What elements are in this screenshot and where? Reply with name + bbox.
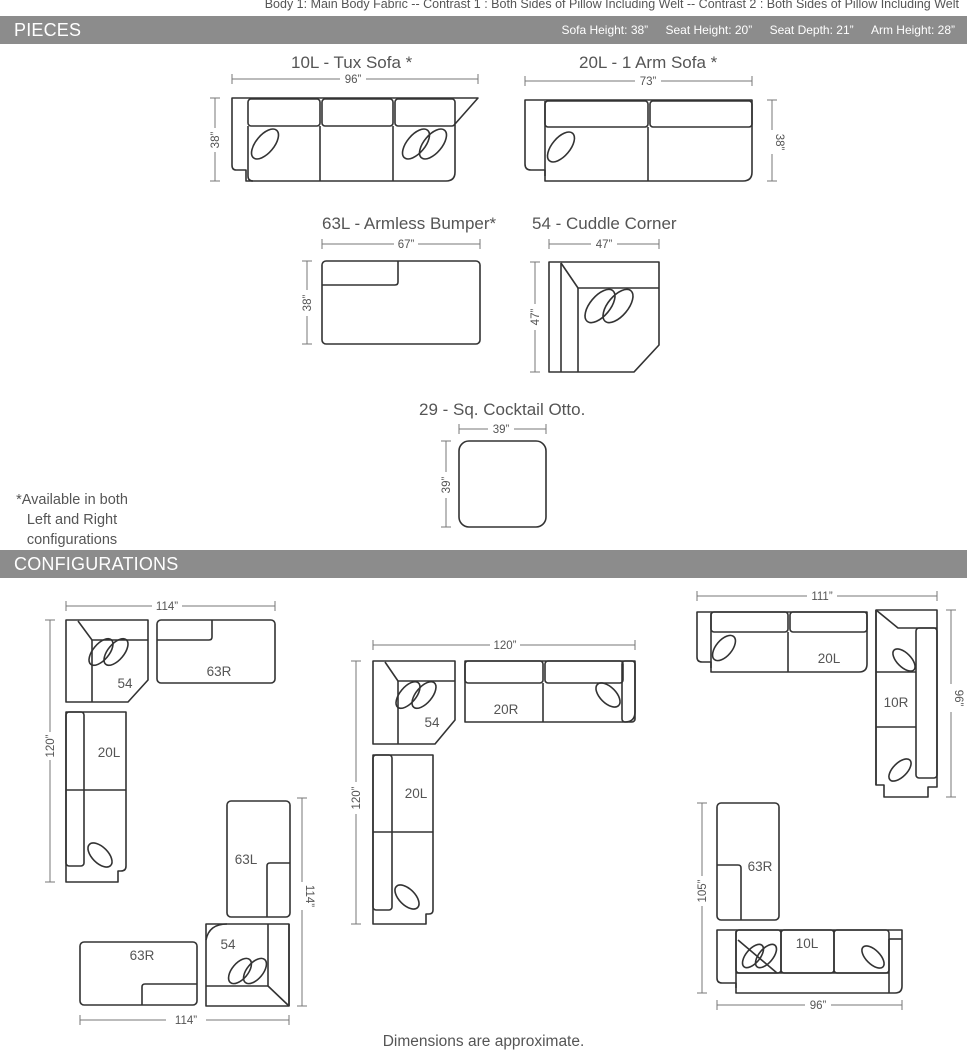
config-2-label-63r: 63R [130, 948, 155, 963]
ottoman-height: 39” [441, 477, 453, 494]
spec-arm-height: Arm Height: 28” [870, 23, 955, 37]
config-5-height: 105” [697, 879, 709, 902]
bumper-width: 67” [398, 239, 415, 251]
config-1-label-20l: 20L [98, 745, 121, 760]
config-1-height: 120” [45, 734, 57, 757]
pieces-title: PIECES [14, 20, 82, 40]
piece-label-cuddle-corner: 54 - Cuddle Corner [532, 214, 677, 233]
spec-seat-depth: Seat Depth: 21” [769, 23, 854, 37]
config-2-width: 114” [175, 1015, 197, 1027]
configurations-header-bar: CONFIGURATIONS [0, 550, 967, 578]
piece-label-armless-bumper: 63L - Armless Bumper* [322, 214, 497, 233]
corner-width: 47” [596, 239, 613, 251]
config-4-label-20l: 20L [818, 651, 841, 666]
config-5-label-63r: 63R [748, 859, 773, 874]
pieces-specs: Sofa Height: 38” Seat Height: 20” Seat D… [547, 23, 955, 37]
configurations-title: CONFIGURATIONS [14, 554, 179, 574]
config-2-height: 114” [303, 885, 315, 907]
config-2-label-63l: 63L [235, 852, 258, 867]
footer-note: Dimensions are approximate. [382, 1033, 585, 1050]
corner-height: 47” [530, 309, 542, 326]
config-5-label-10l: 10L [796, 936, 819, 951]
config-4-drawing [696, 609, 938, 798]
config-3-width: 120” [493, 640, 516, 652]
config-5-width: 96” [810, 1000, 827, 1012]
piece-label-cocktail-ottoman: 29 - Sq. Cocktail Otto. [419, 400, 586, 419]
pieces-header-bar: PIECES Sofa Height: 38” Seat Height: 20”… [0, 16, 967, 44]
config-1-drawing [65, 619, 276, 883]
ottoman-width: 39” [493, 424, 510, 436]
config-4-width: 111” [811, 591, 832, 603]
config-4-height: 96” [952, 690, 964, 707]
spec-sofa-height: Sofa Height: 38” [561, 23, 649, 37]
config-3-label-54: 54 [424, 715, 440, 730]
cuddle-corner-drawing [548, 261, 660, 373]
config-3-label-20r: 20R [494, 702, 519, 717]
availability-note: *Available in both Left and Right config… [16, 492, 128, 548]
one-arm-sofa-width: 73” [640, 76, 657, 88]
bumper-height: 38” [302, 295, 314, 312]
tux-sofa-drawing [231, 97, 479, 182]
tux-sofa-width: 96” [345, 74, 362, 86]
config-2-drawing [79, 800, 291, 1007]
spec-seat-height: Seat Height: 20” [665, 23, 753, 37]
piece-label-tux-sofa: 10L - Tux Sofa * [291, 53, 413, 72]
armless-bumper-drawing [321, 260, 481, 345]
one-arm-sofa-drawing [524, 99, 753, 182]
cocktail-ottoman-drawing [458, 440, 547, 528]
config-4-label-10r: 10R [884, 695, 909, 710]
piece-label-one-arm-sofa: 20L - 1 Arm Sofa * [579, 53, 718, 72]
config-1-label-63r: 63R [207, 664, 232, 679]
config-2-label-54: 54 [220, 937, 236, 952]
fabric-note: Body 1: Main Body Fabric -- Contrast 1 :… [264, 0, 959, 11]
tux-sofa-height: 38” [210, 132, 222, 149]
one-arm-sofa-height: 38” [773, 134, 785, 151]
config-1-width: 114” [156, 601, 178, 613]
config-1-label-54: 54 [117, 676, 133, 691]
config-3-drawing [372, 660, 636, 925]
config-3-label-20l: 20L [405, 786, 428, 801]
config-5-drawing [716, 802, 903, 994]
config-3-height: 120” [351, 786, 363, 809]
